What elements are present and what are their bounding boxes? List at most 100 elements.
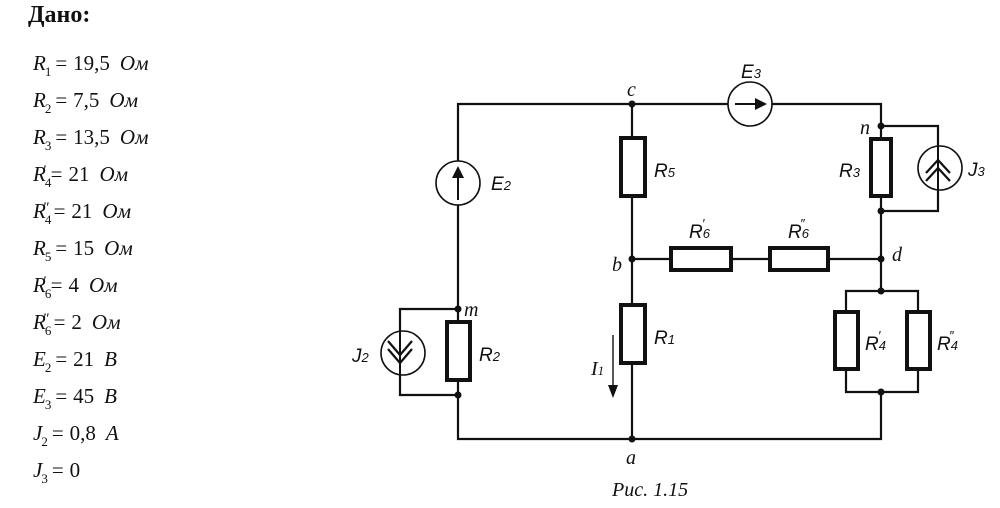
label-r2: R2 <box>479 345 501 366</box>
given-prime: ′ <box>43 274 47 290</box>
label-r1: R1 <box>654 328 675 349</box>
wire-top-left <box>456 102 728 162</box>
given-item: R5=15 Ом <box>33 235 149 272</box>
wire-left-bottom <box>456 380 883 441</box>
given-equals: = <box>55 347 68 371</box>
resistor-r5 <box>619 136 647 198</box>
label-j2: J2 <box>351 346 370 367</box>
node-dot-c <box>628 100 636 108</box>
resistor-r6-prime <box>669 246 733 272</box>
node-dot-r2-bottom <box>454 391 462 399</box>
given-value: 15 <box>73 236 95 260</box>
given-subscript: 6 <box>44 323 52 338</box>
label-e3: E3 <box>741 62 762 83</box>
node-label-d: d <box>892 244 903 266</box>
given-equals: = <box>50 162 63 186</box>
given-value: 2 <box>71 310 82 334</box>
given-equals: = <box>55 384 68 408</box>
given-value: 4 <box>68 273 79 297</box>
node-label-c: c <box>627 79 636 101</box>
given-equals: = <box>55 88 68 112</box>
given-unit: Ом <box>119 125 149 149</box>
given-value: 7,5 <box>73 88 100 112</box>
given-symbol: R <box>33 162 46 186</box>
given-symbol: J <box>33 421 43 445</box>
resistor-r4-double-prime <box>905 310 932 371</box>
node-dot-r4-top <box>877 287 885 295</box>
given-item: R6′=4 Ом <box>33 272 149 309</box>
label-r6-prime: R6′ <box>689 216 711 243</box>
given-unit: А <box>105 421 119 445</box>
given-symbol: R <box>33 310 46 334</box>
voltage-source-e2 <box>435 160 481 206</box>
double-chevron-up-icon <box>925 158 951 174</box>
wire-r4-bottom <box>844 369 920 394</box>
given-prime: ′ <box>43 163 47 179</box>
given-equals: = <box>53 199 66 223</box>
label-r5: R5 <box>654 161 676 182</box>
given-equals: = <box>53 310 66 334</box>
given-symbol: R <box>33 273 46 297</box>
node-dot-r3-bottom <box>877 207 885 215</box>
given-unit: Ом <box>88 273 118 297</box>
node-dot-n <box>877 122 885 130</box>
given-prime: ″ <box>43 200 50 216</box>
node-dot-d <box>877 255 885 263</box>
label-j3: J3 <box>967 160 986 181</box>
resistor-r1 <box>619 303 647 365</box>
given-heading: Дано: <box>28 2 91 28</box>
given-prime: ″ <box>43 311 50 327</box>
given-subscript: 4 <box>44 175 52 190</box>
given-equals: = <box>51 421 64 445</box>
given-symbol: R <box>33 51 46 75</box>
node-label-n: n <box>860 117 870 139</box>
resistor-r6-double-prime <box>768 246 830 272</box>
given-subscript: 6 <box>44 286 52 301</box>
given-subscript: 2 <box>44 360 52 375</box>
given-unit: В <box>104 384 117 408</box>
given-value: 19,5 <box>73 51 110 75</box>
label-r6-double-prime: R6″ <box>788 216 810 243</box>
given-unit: Ом <box>91 310 121 334</box>
given-symbol: R <box>33 236 46 260</box>
given-equals: = <box>51 458 64 482</box>
given-item: R6″=2 Ом <box>33 309 149 346</box>
resistor-r2 <box>445 320 472 382</box>
given-equals: = <box>55 51 68 75</box>
given-symbol: E <box>33 347 46 371</box>
given-subscript: 3 <box>44 397 52 412</box>
voltage-source-e3 <box>727 81 773 127</box>
resistor-r3 <box>869 137 893 198</box>
given-unit: Ом <box>104 236 133 260</box>
given-item: J3=0 <box>33 457 149 494</box>
given-value: 45 <box>73 384 95 408</box>
given-subscript: 5 <box>44 249 52 264</box>
resistor-r4-prime <box>833 310 860 371</box>
given-subscript: 3 <box>41 471 48 486</box>
given-value: 13,5 <box>73 125 110 149</box>
given-equals: = <box>55 236 68 260</box>
given-unit: В <box>104 347 117 371</box>
current-source-j2 <box>380 330 426 376</box>
given-value: 21 <box>68 162 90 186</box>
given-value: 0,8 <box>69 421 96 445</box>
given-equals: = <box>55 125 68 149</box>
current-arrow-i1 <box>608 335 618 398</box>
given-unit: Ом <box>99 162 129 186</box>
given-value: 0 <box>69 458 81 482</box>
given-symbol: R <box>33 88 46 112</box>
double-chevron-down-icon <box>387 340 413 357</box>
label-r4-prime: R4′ <box>865 328 886 355</box>
node-dot-m <box>454 305 462 313</box>
given-subscript: 2 <box>44 101 52 116</box>
given-equals: = <box>50 273 63 297</box>
given-item: R4′=21 Ом <box>33 161 149 198</box>
node-dot-r4-bottom <box>877 388 885 396</box>
given-symbol: E <box>33 384 46 408</box>
